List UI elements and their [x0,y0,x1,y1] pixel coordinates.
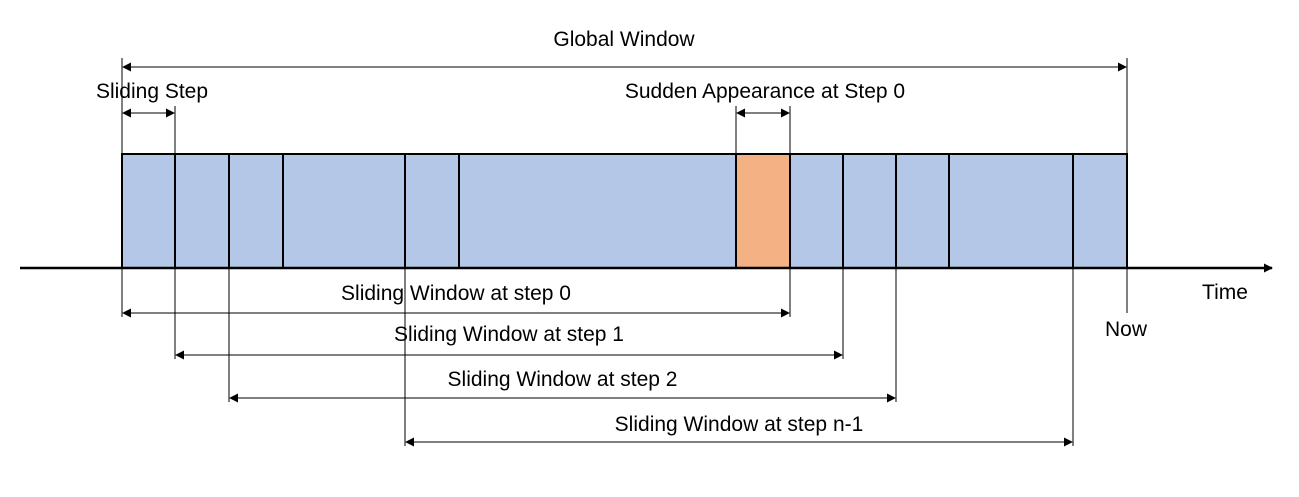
segment-block [1072,153,1128,269]
segment-block [842,153,897,269]
segment-block [228,153,284,269]
segment-block [789,153,844,269]
sliding-window-label: Sliding Window at step 0 [341,282,571,305]
segment-block [458,153,737,269]
sliding-step-label: Sliding Step [96,80,208,103]
sliding-window-label: Sliding Window at step 1 [394,323,624,346]
segment-block [895,153,950,269]
segment-block [948,153,1074,269]
now-label: Now [1105,318,1148,341]
sudden-appearance-label: Sudden Appearance at Step 0 [625,80,905,103]
segment-block [121,153,176,269]
global-window-label: Global Window [553,28,695,51]
sliding-window-label: Sliding Window at step n-1 [615,413,864,436]
segment-blocks [121,153,1128,269]
segment-block [174,153,230,269]
segment-block-highlighted [735,153,791,269]
segment-block [404,153,460,269]
time-axis-label: Time [1202,281,1248,304]
segment-block [282,153,406,269]
sliding-windows: Sliding Window at step 0 Sliding Window a… [121,268,1074,447]
sliding-window-label: Sliding Window at step 2 [448,368,678,391]
